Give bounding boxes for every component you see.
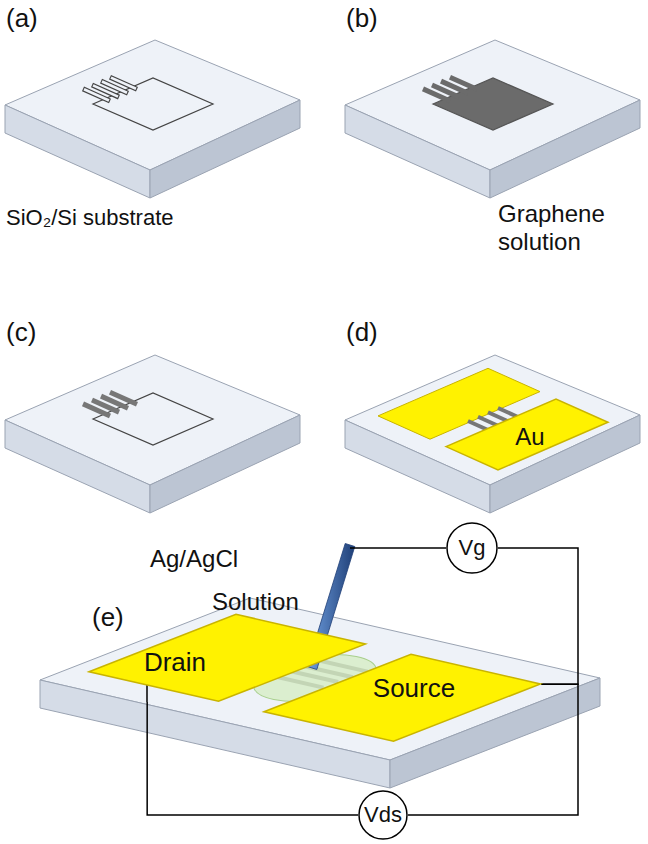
substrate-b [345, 40, 640, 198]
gold-pad: Au [446, 399, 608, 470]
circuit-wire [498, 548, 578, 684]
panel-letter: (d) [346, 318, 378, 348]
substrate-a [5, 40, 300, 198]
gate-wire [350, 547, 446, 549]
solution-label: Solution [212, 588, 299, 616]
substrate-d [345, 355, 640, 513]
panel-letter: (a) [6, 4, 38, 34]
substrate-c [5, 355, 300, 513]
panel-letter: (e) [92, 603, 124, 633]
source-electrode: Source [264, 654, 541, 742]
gate-voltage-source-shape [447, 523, 497, 573]
drain-voltage-source: Vds [358, 790, 408, 840]
node-text: Vg [459, 536, 486, 560]
node-text: Au [515, 424, 544, 450]
material-label: Graphene solution [498, 200, 628, 255]
drain-wire-stub [146, 685, 148, 702]
drain-voltage-source-shape [359, 791, 407, 839]
gold-pad-shape [446, 399, 608, 470]
substrate-label: SiO₂/Si substrate [6, 205, 174, 230]
panel-letter: (b) [346, 4, 378, 34]
source-electrode-shape [264, 654, 541, 741]
node-text: Drain [144, 648, 206, 677]
gate-voltage-source: Vg [446, 522, 498, 574]
node-text: Source [373, 674, 455, 703]
electrode-label: Ag/AgCl [150, 545, 238, 573]
panel-letter: (c) [6, 318, 36, 348]
node-text: Vds [364, 803, 402, 827]
